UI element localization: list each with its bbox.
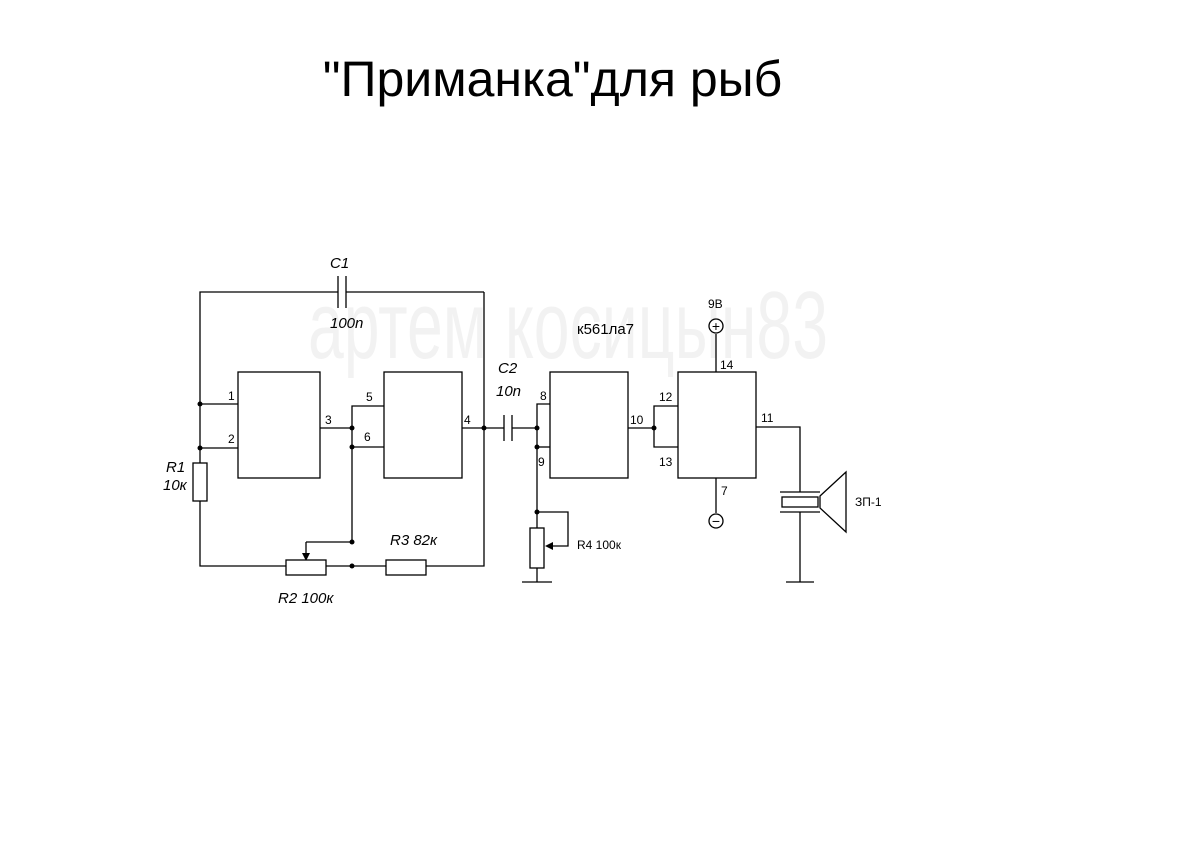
potentiometer-r4	[529, 527, 545, 569]
c2-value: 10n	[496, 383, 521, 400]
pin-8-label: 8	[540, 389, 547, 403]
pin-7-label: 7	[721, 484, 728, 498]
gate-2	[383, 371, 463, 479]
capacitor-c1	[337, 276, 347, 308]
junction-dot	[197, 401, 203, 407]
r4-label: R4 100к	[577, 538, 622, 552]
pin-9-label: 9	[538, 455, 545, 469]
pin-4-label: 4	[464, 413, 471, 427]
resistor-r3	[385, 559, 427, 576]
capacitor-c2	[503, 415, 513, 441]
r3-wire	[426, 428, 485, 567]
speaker-label: ЗП-1	[855, 495, 882, 509]
pin-10-label: 10	[630, 413, 644, 427]
minus-terminal-icon	[708, 513, 724, 529]
c1-value: 100n	[330, 315, 363, 332]
pin-2-label: 2	[228, 432, 235, 446]
supply-label: 9B	[708, 297, 723, 311]
pin-3-label: 3	[325, 413, 332, 427]
gate-3	[549, 371, 629, 479]
diagram-title: "Приманка"для рыб	[322, 51, 783, 107]
r3-label: R3 82к	[390, 532, 438, 549]
pin-13-label: 13	[659, 455, 673, 469]
plus-terminal-icon	[708, 318, 724, 334]
resistor-r1	[192, 462, 208, 502]
junction-dot	[651, 425, 657, 431]
gate-4-output-wire	[756, 426, 801, 492]
chip-label: к561ла7	[577, 321, 634, 338]
gate-4	[677, 371, 757, 479]
junction-dot	[349, 539, 355, 545]
junction-dot	[197, 445, 203, 451]
r1-wire	[199, 501, 286, 567]
gate-1-output-wire	[302, 405, 384, 561]
c1-feedback-wire	[199, 291, 485, 428]
gate-1-inputs	[199, 403, 238, 463]
c2-name: C2	[498, 360, 518, 377]
minus-symbol: −	[712, 513, 720, 529]
junction-dot	[534, 425, 540, 431]
potentiometer-r2	[285, 559, 327, 576]
pin-5-label: 5	[366, 390, 373, 404]
r1-value: 10к	[163, 477, 188, 494]
c1-name: C1	[330, 255, 349, 272]
plus-symbol: +	[712, 318, 720, 334]
watermark: артем косицын83	[308, 272, 828, 379]
junction-dot	[349, 425, 355, 431]
gate-1	[237, 371, 321, 479]
junction-dot	[349, 444, 355, 450]
pin-14-label: 14	[720, 358, 734, 372]
pin-1-label: 1	[228, 389, 235, 403]
junction-dot	[349, 563, 355, 569]
piezo-speaker-icon	[780, 470, 847, 534]
r4-wire	[522, 511, 569, 583]
r1-name: R1	[166, 459, 185, 476]
r2-label: R2 100к	[278, 590, 334, 607]
junction-dot	[534, 444, 540, 450]
pin-11-label: 11	[761, 411, 774, 425]
pin-6-label: 6	[364, 430, 371, 444]
pin-12-label: 12	[659, 390, 673, 404]
